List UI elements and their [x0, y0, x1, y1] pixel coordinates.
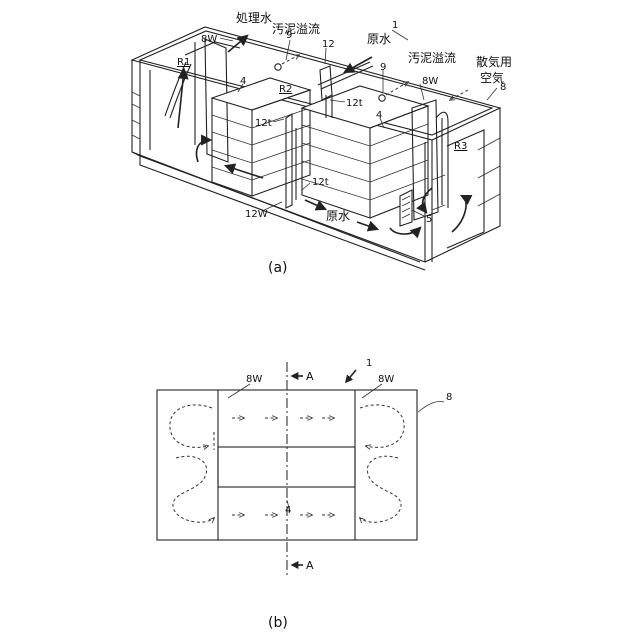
ref-8: 8: [500, 82, 506, 93]
section-label-bottom: A: [306, 559, 314, 572]
figure-b-plan-drawing: [157, 362, 444, 575]
label-sludge-overflow-left: 汚泥溢流: [272, 22, 320, 36]
label-aeration-air-line1: 散気用: [476, 54, 512, 69]
ref-9-left: 9: [286, 30, 292, 41]
ref-9-right: 9: [380, 62, 386, 73]
ref-4-plan: 4: [285, 505, 291, 516]
region-r2: R2: [279, 84, 292, 95]
ref-12: 12: [322, 39, 335, 50]
ref-12t-b: 12t: [255, 118, 272, 129]
region-r1: R1: [177, 57, 190, 68]
ref-1: 1: [392, 20, 398, 31]
ref-4-left: 4: [240, 76, 246, 87]
ref-8-plan: 8: [446, 392, 452, 403]
ref-8w-left-plan: 8W: [246, 374, 262, 385]
figure-b-labels: 1 8 8W 8W 4 A A (b): [246, 358, 452, 631]
ref-5: 5: [426, 214, 432, 225]
label-treated-water: 処理水: [236, 11, 272, 25]
ref-8w-right-plan: 8W: [378, 374, 394, 385]
ref-12t-a: 12t: [346, 98, 363, 109]
ref-8w-right: 8W: [422, 76, 438, 87]
label-raw-water-bottom: 原水: [326, 209, 350, 223]
ref-12w: 12W: [245, 209, 268, 220]
region-r3: R3: [454, 141, 467, 152]
label-sludge-overflow-right: 汚泥溢流: [408, 51, 456, 65]
figure-b-caption: (b): [268, 615, 288, 631]
figure-a-caption: (a): [268, 260, 288, 276]
ref-4-right: 4: [376, 110, 382, 121]
section-label-top: A: [306, 370, 314, 383]
ref-1-plan: 1: [366, 358, 372, 369]
label-raw-water-top: 原水: [367, 32, 391, 46]
ref-12t-c: 12t: [312, 177, 329, 188]
ref-8w-left: 8W: [201, 34, 217, 45]
